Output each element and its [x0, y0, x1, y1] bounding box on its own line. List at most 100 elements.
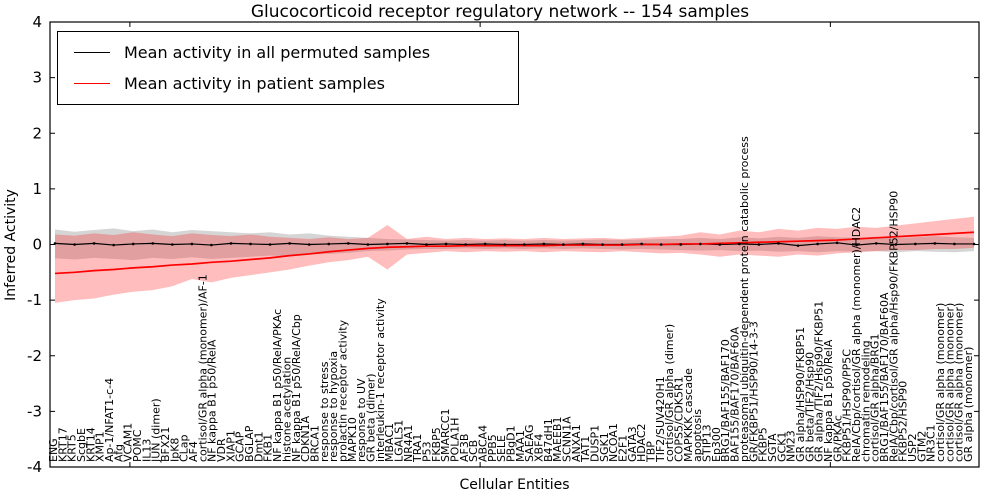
permuted-marker: [444, 242, 448, 246]
permuted-marker: [268, 243, 272, 246]
permuted-marker: [914, 242, 917, 246]
entity-label: LGALS1: [392, 420, 405, 462]
entity-label: GTM2: [915, 431, 928, 462]
entity-label: E2F1: [617, 435, 630, 462]
chart-title: Glucocorticoid receptor regulatory netwo…: [250, 2, 750, 22]
entity-label: PBgD1: [505, 425, 518, 462]
permuted-marker: [92, 242, 96, 245]
y-tick-label: 1: [32, 180, 42, 198]
permuted-marker: [894, 243, 898, 246]
entity-label: Ep300: [710, 427, 723, 462]
entity-label: NF kappa B1 p50/RelA/Cbp: [290, 314, 303, 462]
entity-label: SGTA: [766, 433, 779, 462]
entity-label: VCAM1: [122, 423, 135, 462]
entity-label: HDAC2: [635, 423, 648, 462]
entity-label: XBF4: [533, 434, 546, 462]
entity-label: GATA3: [626, 426, 639, 462]
entity-label: VDR: [215, 438, 228, 462]
entity-label: XIAP1: [224, 430, 237, 462]
permuted-marker: [874, 242, 878, 245]
entity-label: cortisol/GR alpha (monomer): [953, 303, 966, 462]
entity-label: BFX21: [159, 427, 172, 462]
permuted-marker: [522, 243, 526, 246]
entity-label: P53: [420, 441, 433, 462]
entity-label: Ap-1/NFAT1-c-4: [103, 378, 116, 462]
entity-label: ABCA4: [476, 425, 489, 462]
entity-label: DUSP1: [589, 425, 602, 462]
entity-label: GR beta (dimer): [364, 373, 377, 462]
entity-label: Afg: [112, 444, 125, 462]
entity-label: KRT17: [56, 427, 69, 462]
permuted-marker: [171, 243, 174, 246]
y-tick-label: 4: [32, 13, 42, 31]
entity-label: ANXA1: [570, 424, 583, 462]
permuted-marker: [151, 242, 155, 245]
permuted-marker: [190, 242, 194, 246]
entity-label: SGK1: [598, 432, 611, 462]
entity-label: SMARCC1: [439, 409, 452, 462]
entity-label: histone acetylation: [280, 357, 293, 462]
entity-label: cortisol/GR alpha (monomer): [943, 303, 956, 462]
permuted-marker: [542, 242, 546, 246]
entity-label: Dmt1: [252, 432, 265, 463]
entity-label: IpK8: [168, 438, 181, 462]
entity-label: TBP: [645, 441, 658, 463]
permuted-marker: [464, 243, 467, 246]
permuted-marker: [366, 243, 370, 246]
entity-label: MAPK10: [346, 417, 359, 462]
entity-label: GR beta/TIF2/Hsp90: [803, 352, 816, 462]
y-tick-label: -4: [27, 458, 42, 476]
permuted-marker: [307, 243, 311, 246]
entity-label: GCAP: [234, 431, 247, 462]
legend-item-patient: Mean activity in patient samples: [66, 68, 510, 99]
permuted-marker: [562, 243, 565, 246]
entity-label: IL13: [140, 439, 153, 462]
entity-label: SAEAG: [523, 424, 536, 462]
permuted-marker: [346, 242, 350, 245]
entity-label: SCNN1A: [561, 416, 574, 462]
permuted-marker: [73, 243, 76, 246]
permuted-mean-line: [54, 242, 974, 247]
entity-label: TAT1: [579, 436, 592, 463]
y-tick-label: 0: [32, 236, 42, 254]
entity-label: B47dH1: [542, 418, 555, 462]
legend-label-permuted: Mean activity in all permuted samples: [124, 43, 431, 62]
y-tick-label: -2: [27, 347, 42, 365]
entity-label: KRT5: [66, 434, 79, 462]
entity-label: NCOA1: [607, 423, 620, 462]
legend-label-patient: Mean activity in patient samples: [124, 74, 385, 93]
entity-label: cortisol/GR alpha (monomer)/AF-1: [196, 274, 209, 462]
entity-label: MAA1: [514, 430, 527, 462]
entity-label: MAEEB1: [551, 417, 564, 462]
entity-label: CLap: [178, 434, 191, 462]
entity-label: RelA/Cbp/cortisol/GR alpha (monomer)/HDA…: [850, 207, 863, 462]
permuted-marker: [796, 244, 800, 247]
entity-label: AF4: [187, 441, 200, 462]
entity-label: response to stress: [318, 361, 331, 462]
permuted-marker: [229, 242, 233, 245]
permuted-marker: [210, 243, 213, 247]
permuted-marker: [777, 242, 780, 245]
entity-label: XMP1: [94, 431, 107, 462]
patient-line-swatch: [74, 83, 110, 84]
entity-label: SELE: [495, 435, 508, 462]
entity-label: CDKN1A: [299, 415, 312, 462]
permuted-marker: [601, 243, 604, 246]
entity-label: FKBP5: [430, 427, 443, 462]
permuted-marker: [288, 242, 291, 245]
entity-label: BRG1/BAF155/BAF170: [719, 339, 732, 462]
entity-label: TRA1: [411, 434, 424, 463]
entity-label: NR4A1: [402, 425, 415, 462]
entity-label: RelA/Cbp/cortisol/GR alpha/Hsp90/FKBP52/…: [887, 191, 900, 462]
entity-label: MBAC1: [383, 423, 396, 462]
permuted-marker: [933, 242, 937, 245]
permuted-marker: [483, 242, 487, 246]
y-tick-label: -1: [27, 291, 42, 309]
entity-label: JUN (dimer): [150, 398, 163, 463]
permuted-marker: [249, 242, 252, 246]
entity-label: proteasomal ubiquitin-dependent protein …: [738, 136, 751, 462]
permuted-marker: [112, 243, 115, 247]
permuted-marker: [698, 242, 702, 246]
permuted-marker: [855, 243, 858, 247]
